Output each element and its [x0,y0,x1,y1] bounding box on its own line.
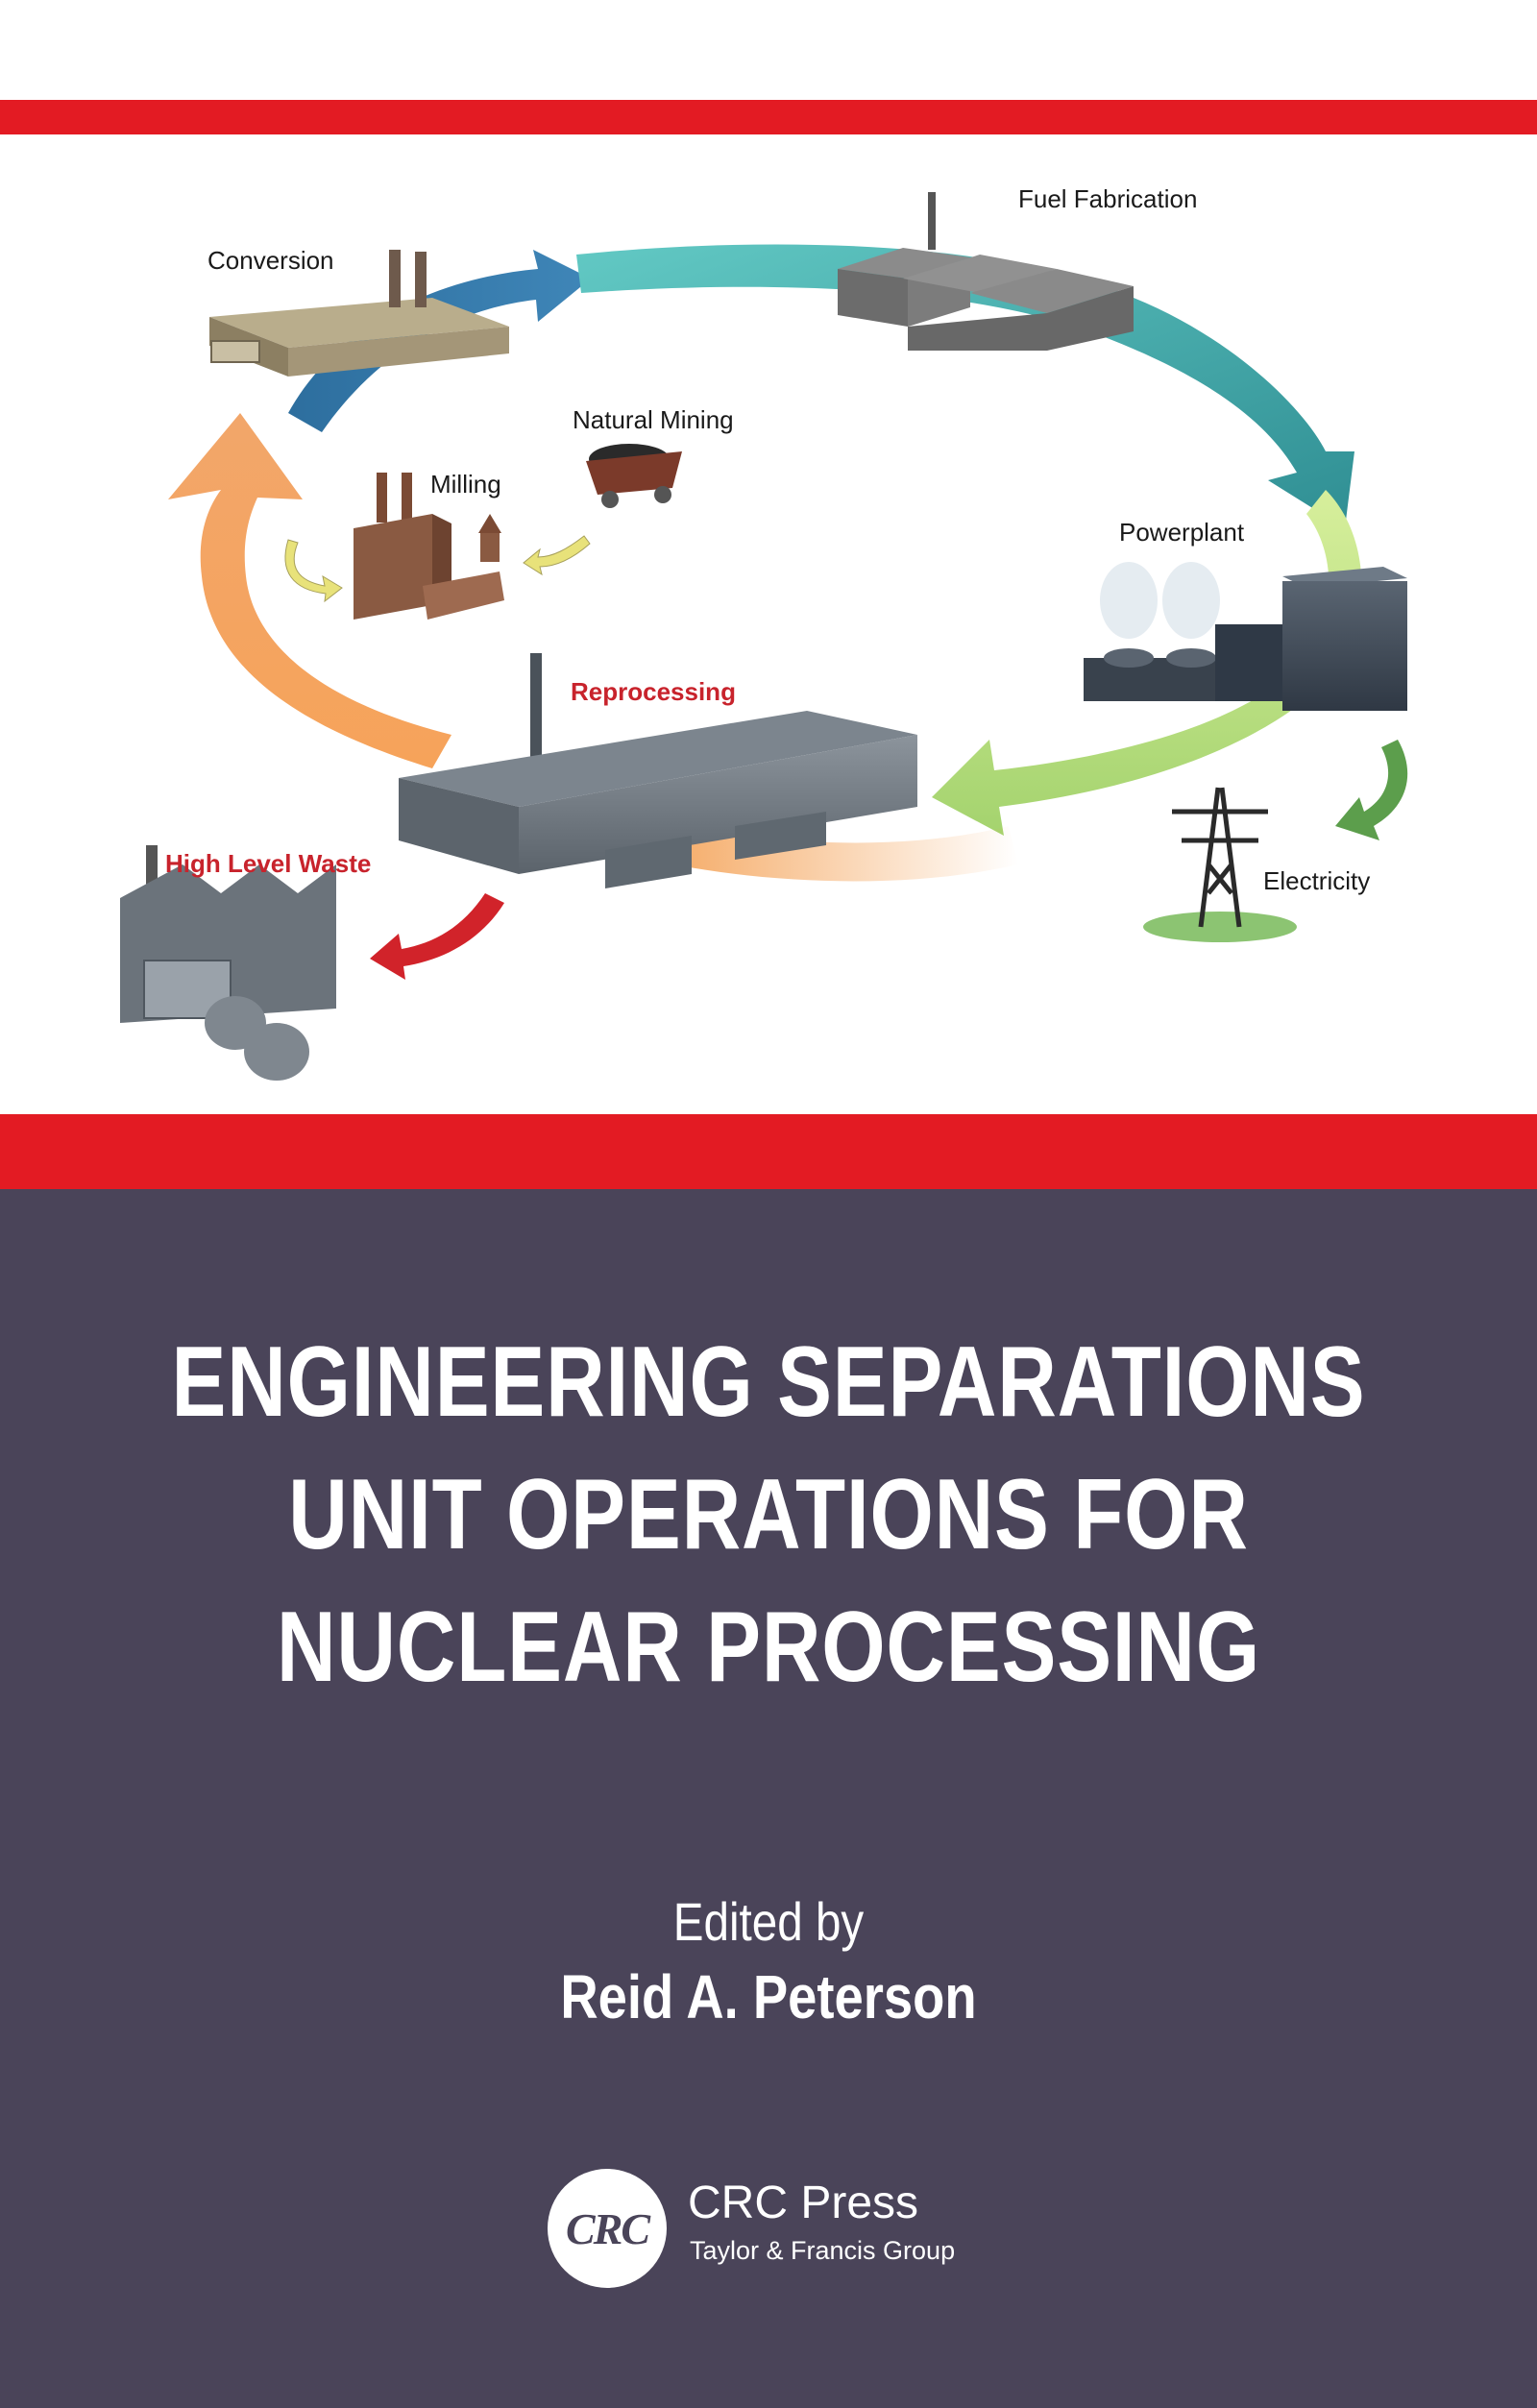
label-fuel-fabrication: Fuel Fabrication [1018,184,1197,213]
electricity-pylon-illustration [1143,787,1297,942]
label-high-level-waste: High Level Waste [165,849,371,878]
nuclear-fuel-cycle-diagram: Fuel Fabrication Conversion Natural Mini… [0,134,1537,1114]
powerplant-illustration [1084,562,1407,711]
milling-building-illustration [354,473,504,620]
publisher-block: CRC CRC Press Taylor & Francis Group [548,2169,1047,2288]
fabrication-to-powerplant-arrow [576,244,1354,528]
editor-name: Reid A. Peterson [560,1962,977,2031]
fuel-fabrication-building-illustration [838,192,1134,351]
title-line-3: NUCLEAR PROCESSING [276,1592,1261,1703]
label-reprocessing: Reprocessing [571,677,736,706]
top-red-stripe [0,100,1537,134]
title-panel [0,1189,1537,2408]
title-line-2: UNIT OPERATIONS FOR [288,1459,1249,1570]
crc-logo-icon: CRC [548,2169,667,2288]
label-electricity: Electricity [1263,866,1370,895]
title-line-1: ENGINEERING SEPARATIONS [171,1326,1366,1438]
label-natural-mining: Natural Mining [573,405,734,434]
mining-cart-illustration [586,444,682,508]
label-conversion: Conversion [207,246,334,275]
book-title: ENGINEERING SEPARATIONS UNIT OPERATIONS … [0,1316,1537,1714]
mining-to-milling-arrow [523,535,591,576]
conversion-building-illustration [209,250,509,377]
waste-facility-illustration [120,845,336,1081]
publisher-group: Taylor & Francis Group [690,2236,956,2265]
conversion-to-fabrication-arrow [288,250,591,432]
edited-by-label: Edited by [672,1891,865,1952]
label-powerplant: Powerplant [1119,518,1245,547]
label-milling: Milling [430,470,501,499]
milling-feed-arrow [284,539,343,603]
bottom-red-stripe [0,1114,1537,1189]
reprocessing-building-illustration [399,653,917,888]
powerplant-to-reprocessing-arrow [932,490,1362,836]
reprocessing-to-waste-arrow [370,893,504,980]
publisher-name: CRC Press [688,2177,919,2228]
power-to-electricity-arrow [1335,740,1408,840]
crc-logo-text: CRC [565,2204,650,2253]
reprocessing-to-conversion-arrow [168,413,451,768]
